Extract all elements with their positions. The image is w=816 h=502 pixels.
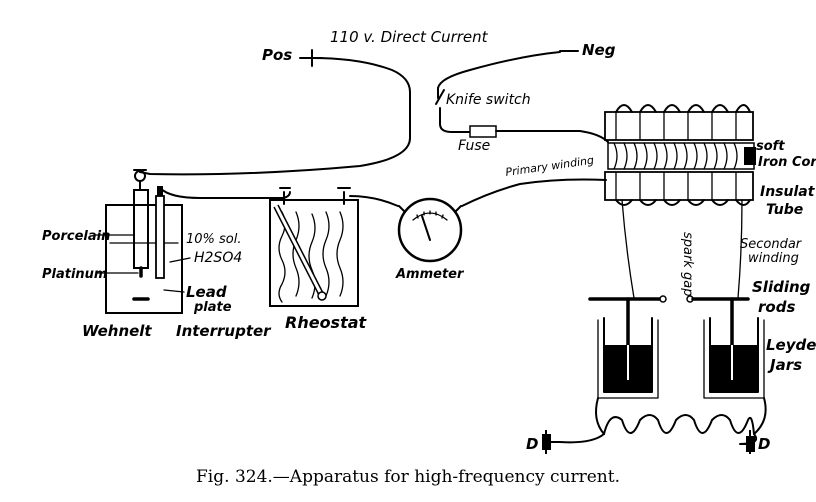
positive-wire — [139, 57, 411, 176]
secondary-lead-left — [621, 199, 635, 299]
secondary-winding-bottom — [604, 171, 754, 206]
neg-label: Neg — [582, 41, 616, 59]
terminal-d-left-label: D — [526, 435, 538, 453]
insulated-tube-label-1: Insulat — [760, 184, 816, 200]
primary-winding-label: Primary winding — [505, 154, 595, 179]
rheostat — [269, 187, 359, 307]
fuse-label: Fuse — [458, 138, 490, 154]
knife-switch-label: Knife switch — [446, 92, 531, 108]
wehnelt-label: Wehnelt — [82, 322, 152, 340]
lead-plate — [155, 195, 165, 279]
sliding-rods-label-1: Sliding — [752, 278, 811, 296]
leyden-jars-label-2: Jars — [767, 356, 802, 374]
platinum-label: Platinum — [42, 267, 107, 282]
rheostat-label: Rheostat — [285, 313, 368, 332]
negative-wire — [437, 51, 561, 89]
spark-gap — [588, 295, 750, 303]
primary-lead-wire — [461, 178, 607, 207]
secondary-winding-top — [604, 104, 754, 141]
secondary-winding-label-1: Secondar — [740, 237, 803, 252]
ammeter — [397, 197, 463, 263]
terminal-d-right-label: D — [758, 435, 770, 453]
soft-iron-label-1: soft — [756, 139, 785, 154]
soft-iron-core — [607, 142, 756, 170]
solution-label-1: 10% sol. — [186, 232, 242, 247]
rheostat-ammeter-wire — [349, 195, 399, 207]
porcelain-tube — [133, 189, 149, 269]
lead-plate-label-2: plate — [193, 300, 232, 315]
terminal-d-left — [542, 430, 551, 454]
porcelain-label: Porcelain — [42, 229, 110, 244]
insulated-tube-label-2: Tube — [766, 202, 803, 218]
leyden-jar-right — [703, 297, 765, 399]
interrupter-rheostat-wire — [159, 187, 291, 199]
pos-label: Pos — [262, 46, 292, 64]
figure-caption: Fig. 324.—Apparatus for high-frequency c… — [196, 467, 620, 487]
secondary-winding-label-2: winding — [748, 251, 799, 266]
soft-iron-label-2: Iron Core — [758, 155, 816, 170]
supply-title: 110 v. Direct Current — [330, 28, 489, 46]
sliding-rods-label-2: rods — [758, 298, 795, 316]
output-coil — [547, 397, 767, 445]
lead-plate-label-1: Lead — [186, 283, 227, 301]
fuse — [469, 125, 497, 138]
secondary-lead-right — [737, 199, 743, 299]
ammeter-label: Ammeter — [395, 267, 465, 282]
fuse-to-coil-wire — [495, 130, 609, 143]
knife-switch — [435, 87, 471, 133]
interrupter-label: Interrupter — [176, 322, 272, 340]
interrupter-terminal-right — [157, 186, 163, 196]
wehnelt-interrupter — [105, 169, 183, 314]
solution-label-2: H2SO4 — [194, 250, 242, 266]
leyden-jar-left — [597, 297, 659, 399]
induction-coil — [604, 104, 756, 206]
leyden-jars-label-1: Leyder — [766, 336, 816, 354]
spark-gap-label: spark gap — [680, 232, 695, 296]
terminal-d-right — [746, 430, 755, 454]
